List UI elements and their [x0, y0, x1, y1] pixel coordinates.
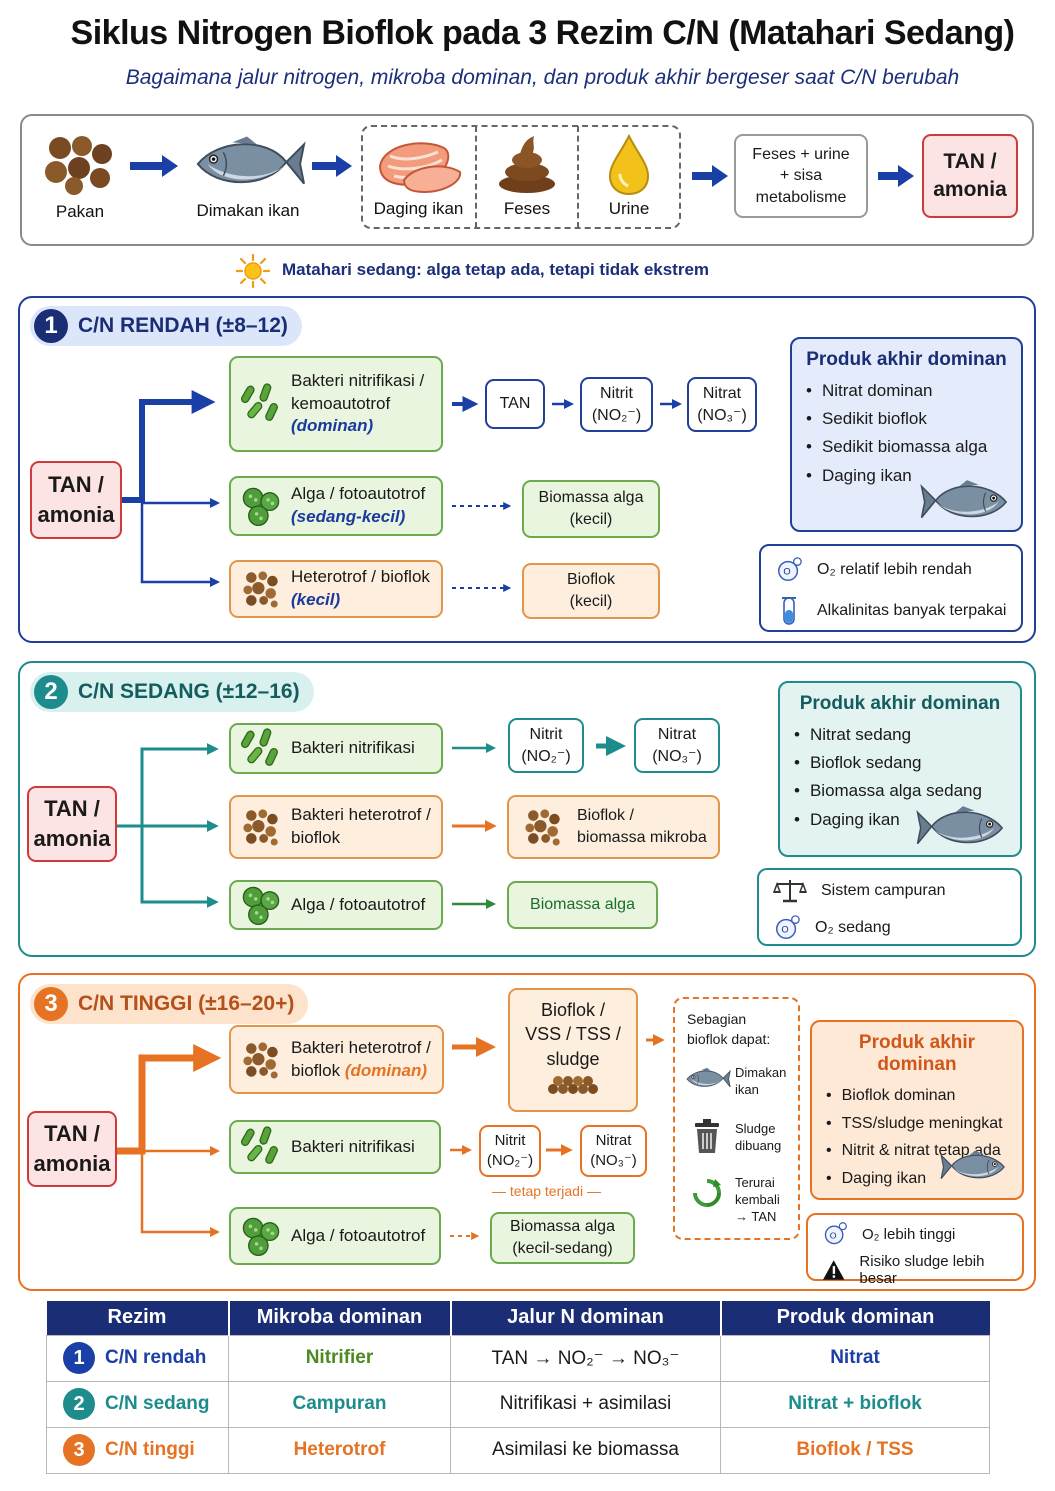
sludge-pile-icon	[548, 1075, 598, 1094]
balance-scale-icon	[773, 880, 807, 903]
regime-3-vss-tss-sludge-box: Bioflok / VSS / TSS / sludge	[508, 988, 638, 1112]
test-tube-icon	[782, 597, 796, 625]
regime-3-heterotroph-box: Bakteri heterotrof / bioflok (dominan)	[229, 1025, 444, 1094]
regime-1-panel	[18, 296, 1036, 643]
regime-3-tan-box: TAN / amonia	[27, 1111, 117, 1187]
regime-1-biofloc-product: Bioflok (kecil)	[522, 563, 660, 619]
regime-2-biofloc-product: Bioflok / biomassa mikroba	[507, 795, 720, 859]
regime-3-tag: 3 C/N TINGGI (±16–20+)	[30, 984, 309, 1024]
recycle-icon	[693, 1179, 721, 1207]
regime-2-algae-biomass: Biomassa alga	[507, 881, 658, 929]
regime-2-nitrifying-bacteria-box: Bakteri nitrifikasi	[229, 723, 443, 774]
regime-1-tan-node: TAN	[485, 379, 545, 429]
regime-2-dominant-products: Produk akhir dominan Nitrat sedang Biofl…	[778, 681, 1022, 857]
regime-2-notes: Sistem campuran O₂ sedang	[757, 868, 1022, 946]
regime-3-nitrate-node: Nitrat (NO₃⁻)	[580, 1125, 647, 1177]
trash-bin-icon	[695, 1119, 719, 1153]
regime-1-tag: 1 C/N RENDAH (±8–12)	[30, 306, 302, 346]
regime-3-panel	[18, 973, 1036, 1291]
header-product: Produk dominan	[720, 1301, 990, 1335]
fish-icon	[940, 1148, 1010, 1186]
warning-icon	[822, 1260, 845, 1280]
feces-label: Feses	[503, 199, 551, 218]
feed-label: Pakan	[55, 202, 105, 221]
regime-2-nitrate-node: Nitrat (NO₃⁻)	[634, 718, 720, 773]
feed-flow-box	[20, 114, 1034, 246]
regime-1-nitrifying-bacteria-box: Bakteri nitrifikasi / kemoautotrof (domi…	[229, 356, 443, 452]
regime-3-algae-box: Alga / fotoautotrof	[229, 1207, 441, 1265]
regime-2-nitrite-node: Nitrit (NO₂⁻)	[508, 718, 584, 773]
sun-note: Matahari sedang: alga tetap ada, tetapi …	[282, 260, 710, 279]
eaten-by-fish-label: Dimakan ikan	[196, 201, 300, 220]
outputs-divider	[577, 126, 579, 228]
fish-icon	[683, 1065, 731, 1093]
regime-1-notes: O₂ relatif lebih rendah Alkalinitas bany…	[759, 544, 1023, 632]
outputs-divider	[475, 126, 477, 228]
feed-pellets-icon	[45, 136, 112, 195]
metabolism-box: Feses + urine + sisa metabolisme	[734, 134, 868, 218]
page-subtitle: Bagaimana jalur nitrogen, mikroba domina…	[125, 66, 960, 89]
urine-drop-icon	[608, 134, 650, 196]
regime-3-nitrite-node: Nitrit (NO₂⁻)	[479, 1125, 541, 1177]
header-microbe: Mikroba dominan	[228, 1301, 452, 1335]
biofloc-fate-box: Sebagian bioflok dapat: Dimakan ikan Slu…	[673, 997, 800, 1240]
regime-1-tan-box: TAN / amonia	[30, 461, 122, 539]
regime-3-algae-biomass: Biomassa alga (kecil-sedang)	[490, 1212, 635, 1264]
biofloc-icon	[239, 1038, 283, 1082]
tan-ammonia-box: TAN / amonia	[922, 134, 1018, 218]
regime-1-nitrite-node: Nitrit (NO₂⁻)	[580, 377, 653, 432]
summary-table: Rezim Mikroba dominan Jalur N dominan Pr…	[46, 1301, 990, 1474]
regime-1-algae-box: Alga / fotoautotrof (sedang-kecil)	[229, 476, 443, 536]
fish-meat-icon	[378, 142, 462, 194]
sun-icon	[236, 254, 270, 288]
fish-meat-label: Daging ikan	[373, 199, 464, 218]
algae-icon	[239, 1214, 283, 1258]
regime-1-algae-biomass: Biomassa alga (kecil)	[522, 480, 660, 538]
header-regime: Rezim	[46, 1301, 230, 1335]
summary-table-header: Rezim Mikroba dominan Jalur N dominan Pr…	[46, 1301, 990, 1335]
arrow-right-icon	[130, 155, 178, 177]
regime-3-dominant-products: Produk akhir dominan Bioflok dominan TSS…	[810, 1020, 1024, 1200]
regime-2-tag: 2 C/N SEDANG (±12–16)	[30, 672, 314, 712]
oxygen-icon	[822, 1221, 848, 1247]
header-pathway: Jalur N dominan	[450, 1301, 722, 1335]
regime-1-heterotroph-box: Heterotrof / bioflok (kecil)	[229, 560, 443, 618]
arrow-right-icon	[312, 155, 352, 177]
arrow-right-icon	[878, 165, 914, 187]
regime-2-tan-box: TAN / amonia	[27, 786, 117, 862]
regime-2-panel	[18, 661, 1036, 957]
outputs-dashed-group	[361, 125, 681, 229]
regime-2-heterotroph-box: Bakteri heterotrof / bioflok	[229, 795, 443, 859]
regime-3-notes: O₂ lebih tinggi Risiko sludge lebih besa…	[806, 1213, 1024, 1287]
urine-label: Urine	[608, 199, 650, 218]
regime-1-nitrate-node: Nitrat (NO₃⁻)	[687, 377, 757, 432]
page-title: Siklus Nitrogen Bioflok pada 3 Rezim C/N…	[70, 14, 1015, 52]
still-occurs-note: — tetap terjadi —	[492, 1183, 601, 1199]
feces-icon	[499, 136, 555, 193]
regime-2-algae-box: Alga / fotoautotrof	[229, 880, 443, 930]
regime-3-nitrifying-bacteria-box: Bakteri nitrifikasi	[229, 1120, 441, 1174]
nitrifying-bacteria-icon	[239, 1125, 283, 1169]
arrow-right-icon	[692, 165, 728, 187]
regime-1-dominant-products: Produk akhir dominan Nitrat dominan Sedi…	[790, 337, 1023, 532]
